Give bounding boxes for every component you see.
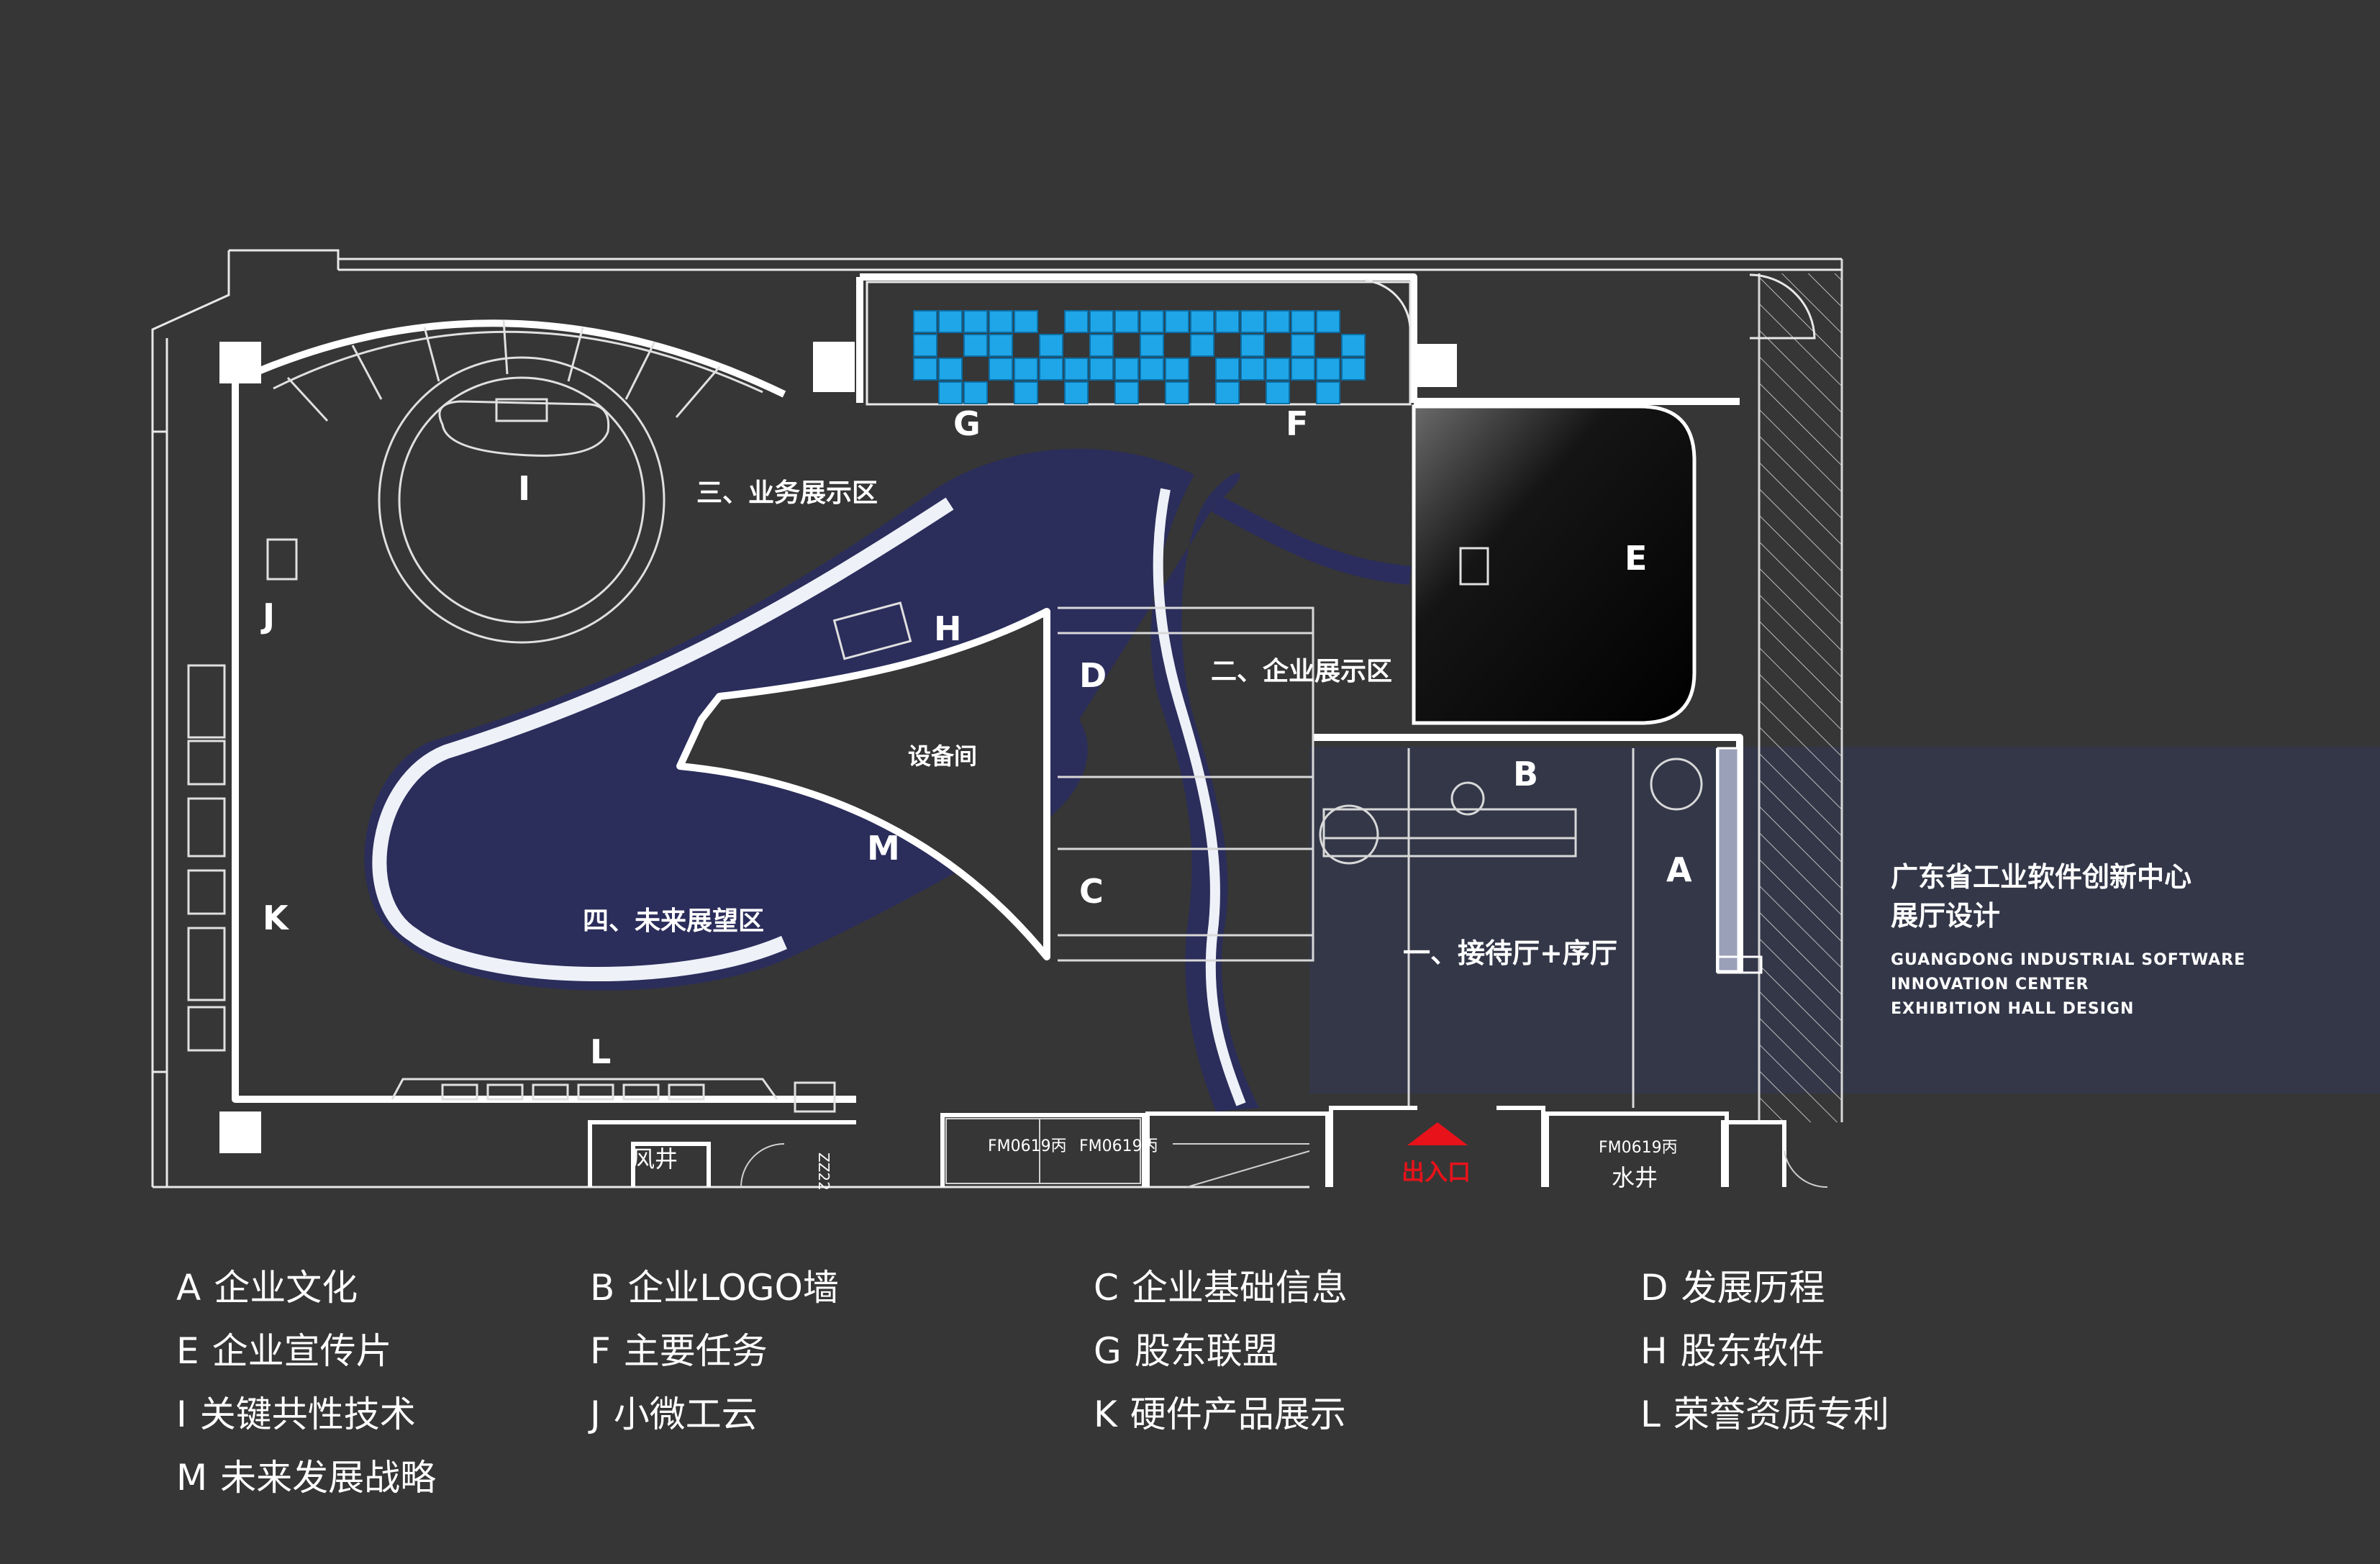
marker-D: D: [1079, 656, 1107, 695]
legend-key: F: [590, 1330, 611, 1372]
door-code-2: FM0619丙: [1079, 1137, 1158, 1155]
entrance-arrow: [1407, 1122, 1468, 1145]
legend-label: 未来发展战略: [220, 1457, 437, 1499]
legend-label: 发展历程: [1681, 1267, 1825, 1309]
column: [219, 342, 261, 383]
legend-label: 小微工云: [613, 1393, 758, 1435]
legend-label: 股东软件: [1680, 1330, 1825, 1372]
legend-label: 荣誉资质专利: [1673, 1393, 1889, 1435]
project-title-cn: 广东省工业软件创新中心 展厅设计: [1891, 858, 2191, 935]
legend-label: 企业基础信息: [1131, 1267, 1348, 1309]
screen-wall: [866, 281, 1412, 406]
legend-item-K: K 硬件产品展示: [1094, 1393, 1346, 1436]
legend-key: J: [590, 1393, 601, 1435]
legend-label: 主要任务: [623, 1330, 768, 1372]
stair-code: ZZ22: [815, 1152, 832, 1191]
video-room: [1412, 404, 1697, 725]
entrance-label: 出入口: [1402, 1158, 1471, 1186]
zone-title-future: 四、未来展望区: [583, 906, 764, 936]
marker-I: I: [518, 469, 530, 508]
column: [813, 342, 855, 392]
title-en-line2: INNOVATION CENTER: [1891, 976, 2089, 994]
legend-key: C: [1094, 1267, 1119, 1309]
marker-H: H: [934, 609, 962, 648]
title-cn-line1: 广东省工业软件创新中心: [1891, 861, 2192, 893]
marker-C: C: [1079, 872, 1104, 911]
legend-item-M: M 未来发展战略: [176, 1456, 436, 1499]
legend-label: 股东联盟: [1134, 1330, 1278, 1372]
door-code-3: FM0619丙: [1599, 1139, 1678, 1157]
legend-item-I: I 关键共性技术: [176, 1393, 416, 1436]
air-shaft-label: 风井: [632, 1145, 678, 1173]
marker-G: G: [953, 404, 981, 443]
project-title-en: GUANGDONG INDUSTRIAL SOFTWARE INNOVATION…: [1891, 948, 2245, 1022]
title-en-line3: EXHIBITION HALL DESIGN: [1891, 1000, 2135, 1018]
legend-label: 关键共性技术: [199, 1393, 416, 1435]
zone-title-reception: 一、接待厅+序厅: [1403, 937, 1617, 969]
marker-A: A: [1666, 850, 1692, 889]
equipment-room: [676, 608, 1050, 960]
marker-J: J: [260, 596, 275, 635]
legend-key: K: [1094, 1393, 1117, 1435]
legend: A 企业文化 B 企业LOGO墙 C 企业基础信息 D 发展历程 E 企业宣传片 F 主要任…: [176, 1266, 1975, 1525]
marker-B: B: [1513, 755, 1538, 794]
circular-stage: [273, 319, 763, 644]
marker-E: E: [1625, 539, 1647, 578]
title-cn-line2: 展厅设计: [1891, 900, 2001, 932]
zone-title-enterprise: 二、企业展示区: [1211, 656, 1392, 686]
reception-panel: [1309, 747, 2380, 1094]
zone-title-business: 三、业务展示区: [696, 478, 878, 508]
display-cabinets: [187, 538, 298, 1052]
legend-key: M: [176, 1457, 208, 1499]
legend-item-C: C 企业基础信息: [1094, 1266, 1348, 1309]
legend-item-J: J 小微工云: [590, 1393, 758, 1436]
legend-label: 企业文化: [214, 1267, 358, 1309]
reception-furniture: [1319, 747, 1763, 1108]
legend-item-G: G 股东联盟: [1094, 1329, 1278, 1373]
legend-key: H: [1640, 1330, 1668, 1372]
marker-F: F: [1286, 404, 1308, 443]
legend-label: 硬件产品展示: [1130, 1393, 1346, 1435]
legend-key: B: [590, 1267, 615, 1309]
honors-wall: [391, 1078, 836, 1113]
legend-item-H: H 股东软件: [1640, 1329, 1825, 1373]
equipment-room-label: 设备间: [908, 742, 977, 770]
legend-item-B: B 企业LOGO墙: [590, 1266, 839, 1309]
marker-M: M: [867, 829, 900, 868]
water-shaft-label: 水井: [1612, 1164, 1658, 1191]
legend-item-D: D 发展历程: [1640, 1266, 1825, 1309]
legend-key: A: [176, 1267, 201, 1309]
door-code-1: FM0619丙: [988, 1137, 1067, 1155]
service-rooms: [588, 1106, 1786, 1187]
legend-key: L: [1640, 1393, 1661, 1435]
marker-K: K: [263, 899, 290, 937]
legend-key: E: [176, 1330, 199, 1372]
timeline-panels: [1058, 606, 1314, 962]
legend-item-A: A 企业文化: [176, 1266, 358, 1309]
column: [1414, 344, 1457, 387]
hatched-wall: [1759, 273, 1842, 1122]
title-en-line1: GUANGDONG INDUSTRIAL SOFTWARE: [1891, 951, 2246, 969]
column: [219, 1111, 261, 1153]
legend-item-E: E 企业宣传片: [176, 1329, 392, 1373]
legend-key: G: [1094, 1330, 1122, 1372]
legend-key: D: [1640, 1267, 1668, 1309]
legend-item-F: F 主要任务: [590, 1329, 768, 1373]
legend-key: I: [176, 1393, 187, 1435]
legend-label: 企业宣传片: [212, 1330, 392, 1372]
marker-L: L: [590, 1032, 611, 1071]
legend-item-L: L 荣誉资质专利: [1640, 1393, 1889, 1436]
outer-walls: [151, 249, 1842, 1188]
legend-label: 企业LOGO墙: [627, 1267, 839, 1309]
